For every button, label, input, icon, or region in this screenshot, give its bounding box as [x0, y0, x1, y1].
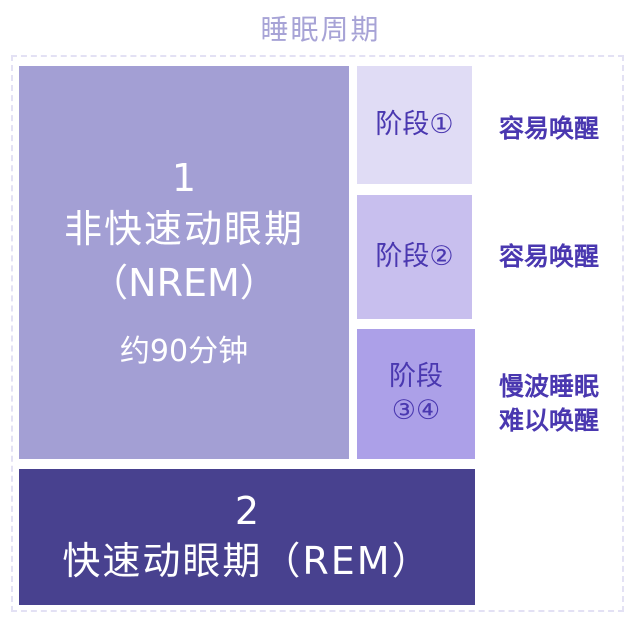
stage-3-4-description-line1: 慢波睡眠 — [498, 372, 599, 401]
rem-name: 快速动眼期（REM） — [62, 539, 432, 583]
rem-block: 2 快速动眼期（REM） — [19, 469, 475, 605]
nrem-name: 非快速动眼期 — [63, 206, 304, 251]
nrem-duration: 约90分钟 — [119, 333, 249, 369]
stage-1-label: 阶段① — [375, 109, 454, 140]
dashed-frame — [11, 55, 624, 612]
stage-2-block: 阶段② — [357, 195, 472, 319]
stage-1-description: 容易唤醒 — [498, 114, 599, 143]
diagram-title: 睡眠周期 — [260, 13, 381, 46]
stage-3-4-description: 慢波睡眠 难以唤醒 — [482, 370, 616, 438]
stage-1-block: 阶段① — [357, 66, 472, 184]
stage-3-4-description-line2: 难以唤醒 — [498, 406, 599, 435]
stage-2-label: 阶段② — [375, 241, 454, 272]
nrem-abbr: （NREM） — [90, 260, 278, 305]
nrem-number: 1 — [171, 155, 197, 200]
stage-3-4-label-line1: 阶段 — [389, 361, 443, 392]
stage-3-4-label-line2: ③④ — [391, 395, 441, 426]
stage-3-4-block: 阶段 ③④ — [357, 329, 475, 459]
stage-2-description: 容易唤醒 — [498, 242, 599, 271]
rem-number: 2 — [234, 489, 260, 533]
nrem-block: 1 非快速动眼期 （NREM） 约90分钟 — [19, 66, 349, 459]
